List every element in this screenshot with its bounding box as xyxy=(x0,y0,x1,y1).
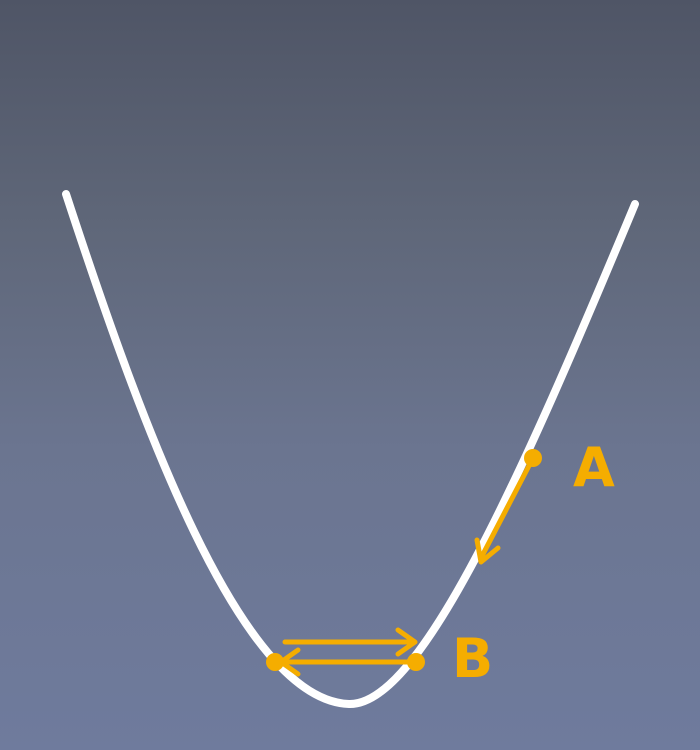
point-b-right-marker xyxy=(407,653,425,671)
point-b-left-marker xyxy=(266,653,284,671)
oscillation-arrow-right-head xyxy=(395,627,418,657)
loss-curve xyxy=(62,190,639,709)
step-arrow-from-a-head xyxy=(474,537,501,565)
point-a-marker xyxy=(524,449,542,467)
point-a-label: A xyxy=(573,436,615,499)
step-arrow-from-a xyxy=(478,455,536,561)
point-b-label: B xyxy=(452,627,494,690)
